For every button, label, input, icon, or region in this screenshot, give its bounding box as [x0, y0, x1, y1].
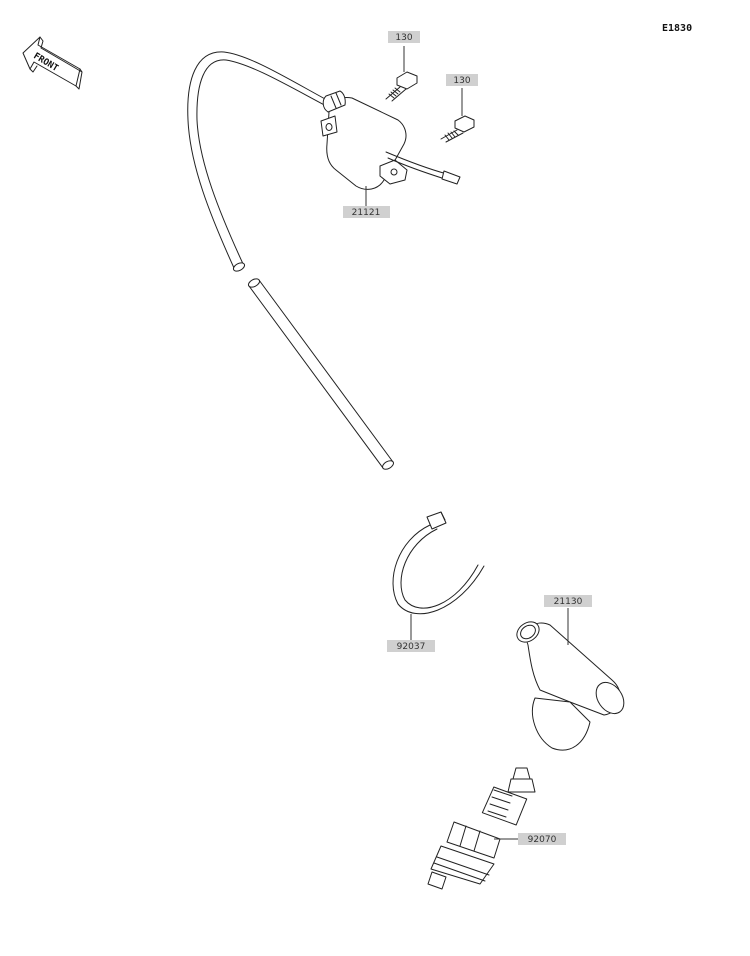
bolt-lower	[440, 115, 475, 143]
spark-plug-cap	[516, 621, 625, 751]
label-box	[518, 833, 566, 845]
part-number: 130	[395, 33, 412, 43]
label-box	[343, 206, 390, 218]
part-label-band[interactable]: 92037	[387, 640, 435, 652]
part-number: 21121	[352, 208, 381, 218]
bolt-upper	[385, 71, 418, 102]
label-box	[387, 640, 435, 652]
spark-plug	[427, 767, 536, 890]
front-arrow-icon: FRONT	[22, 36, 83, 90]
part-label-spark-plug[interactable]: 92070	[518, 833, 566, 845]
part-number: 21130	[554, 597, 583, 607]
label-box	[388, 31, 420, 43]
ignition-coil	[320, 90, 461, 190]
part-number: 130	[453, 76, 470, 86]
part-number: 92070	[528, 835, 557, 845]
part-number: 92037	[397, 642, 426, 652]
label-box	[544, 595, 592, 607]
part-label-ignition-coil[interactable]: 21121	[343, 206, 390, 218]
part-label-spark-plug-cap[interactable]: 21130	[544, 595, 592, 607]
band	[392, 511, 485, 615]
reference-code: E1830	[662, 23, 692, 34]
part-label-bolt-lower[interactable]: 130	[446, 74, 478, 86]
high-tension-lead	[187, 51, 394, 470]
part-label-bolt-upper[interactable]: 130	[388, 31, 420, 43]
label-box	[446, 74, 478, 86]
